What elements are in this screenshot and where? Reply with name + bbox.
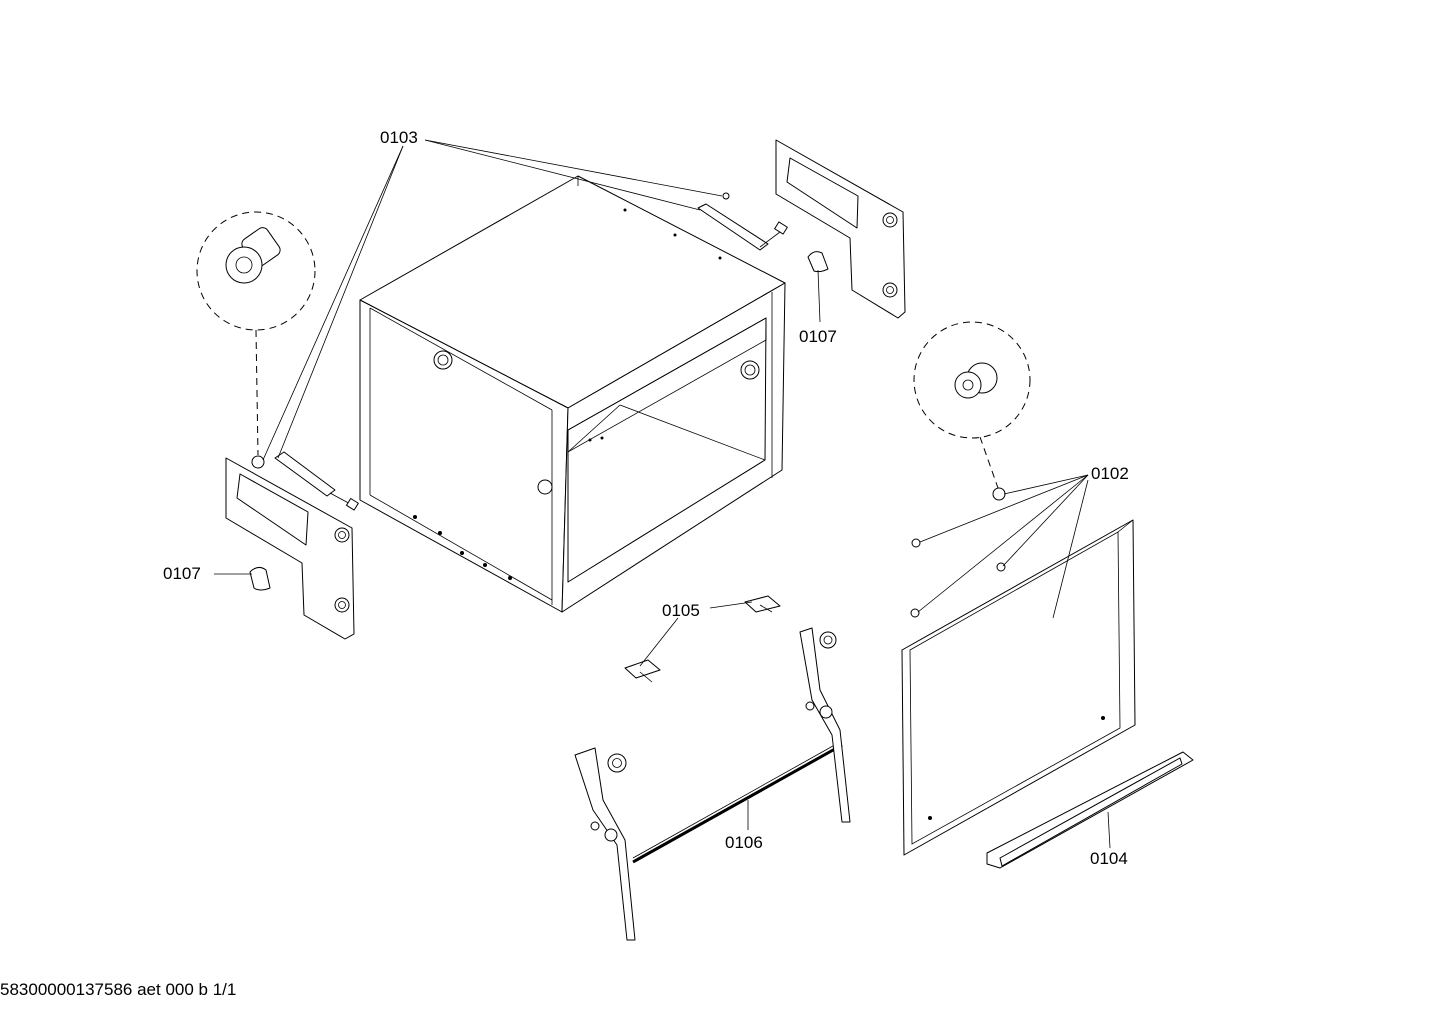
- screws: [910, 538, 1006, 618]
- gas-strut-top: [697, 192, 788, 251]
- door-handle: [986, 751, 1194, 869]
- detail-pin: [196, 211, 316, 469]
- oven-housing: [359, 175, 786, 613]
- callout-0104: 0104: [1090, 849, 1128, 868]
- callout-0102: 0102: [1091, 464, 1129, 483]
- detail-roller: [913, 321, 1031, 501]
- clip-bottom: [624, 659, 661, 683]
- cap-top: [807, 251, 829, 273]
- document-id: 58300000137586 aet 000 b 1/1: [0, 980, 237, 999]
- callout-0106: 0106: [725, 833, 763, 852]
- gas-strut-left: [274, 451, 359, 511]
- hinge-assembly: [574, 627, 851, 941]
- callout-0103: 0103: [380, 128, 418, 147]
- callout-0107-left: 0107: [163, 564, 201, 583]
- clip-top: [744, 595, 781, 613]
- right-mounting-bracket: [775, 139, 906, 319]
- leader-lines: [214, 139, 1111, 849]
- door-panel: [901, 519, 1136, 856]
- callout-0107-top: 0107: [799, 327, 837, 346]
- left-mounting-bracket: [225, 457, 355, 640]
- callout-0105: 0105: [662, 601, 700, 620]
- cap-left: [249, 566, 271, 591]
